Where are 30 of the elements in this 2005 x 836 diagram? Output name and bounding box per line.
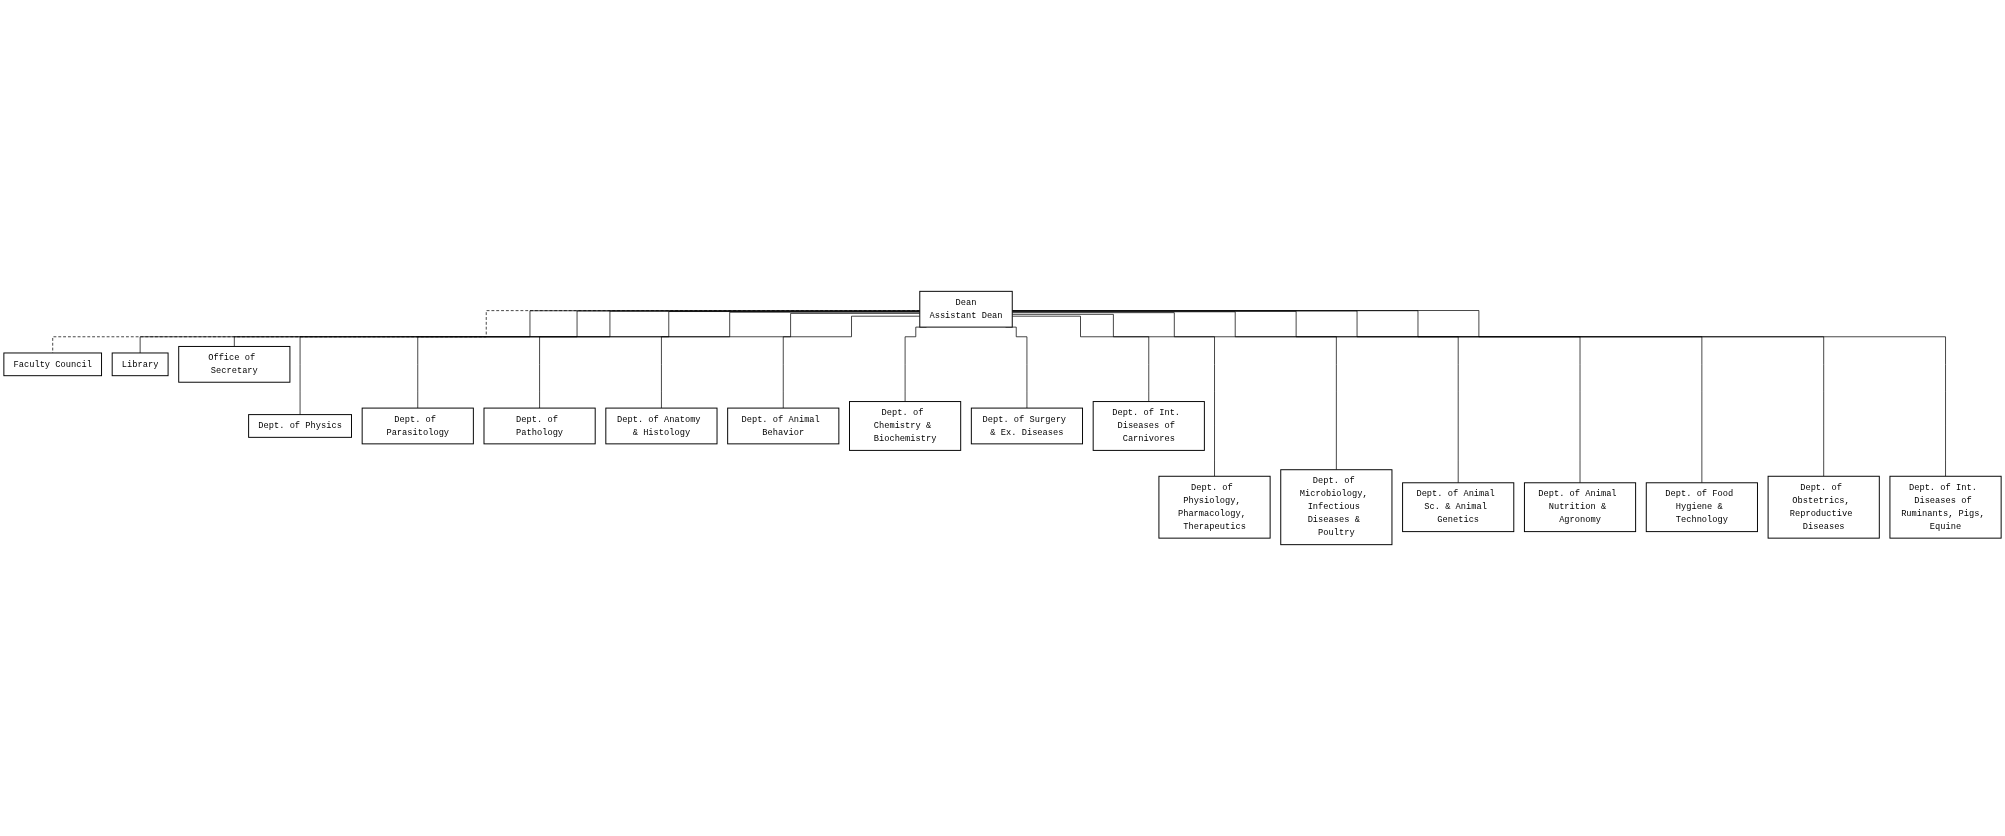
node-box: Dept. of Chemistry & Biochemistry: [849, 401, 962, 451]
node-box: Dept. of Obstetrics, Reproductive Diseases: [1767, 475, 1880, 539]
node-box: Dept. of Physiology, Pharmacology, Therapeutics: [1158, 475, 1271, 539]
connector: [417, 311, 921, 409]
node-box: Dept. of Pathology: [483, 407, 596, 445]
node-box: Office of Secretary: [178, 345, 291, 383]
node-box: Dean Assistant Dean: [919, 290, 1013, 328]
node-box: Dept. of Animal Nutrition & Agronomy: [1523, 482, 1637, 533]
node-box: Dept. of Surgery & Ex. Diseases: [970, 407, 1083, 445]
connector: [1011, 310, 1581, 484]
node-box: Dept. of Int. Diseases of Carnivores: [1092, 401, 1205, 451]
node-box: Dept. of Physics: [248, 414, 352, 438]
node-box: Dept. of Animal Behavior: [727, 407, 840, 445]
node-box: Library: [111, 352, 169, 377]
node-box: Dept. of Int. Diseases of Ruminants, Pigs, Equine: [1889, 475, 2002, 539]
node-box: Dept. of Microbiology, Infectious Diseases & Poultry: [1280, 469, 1393, 546]
connector: [661, 313, 921, 409]
connector: [1011, 312, 1337, 471]
node-box: Dept. of Parasitology: [361, 407, 474, 445]
node-box: Dept. of Animal Sc. & Animal Genetics: [1402, 482, 1515, 533]
connector: [782, 315, 921, 409]
node-box: Faculty Council: [3, 352, 103, 377]
connector: [1011, 310, 1703, 484]
node-box: Dept. of Food Hygiene & Technology: [1645, 482, 1758, 533]
connector: [539, 311, 921, 409]
connector: [1011, 313, 1215, 477]
connector: [299, 310, 921, 415]
connector: [1011, 311, 1459, 484]
connector: [1011, 315, 1150, 402]
node-box: Dept. of Anatomy & Histology: [605, 407, 718, 445]
